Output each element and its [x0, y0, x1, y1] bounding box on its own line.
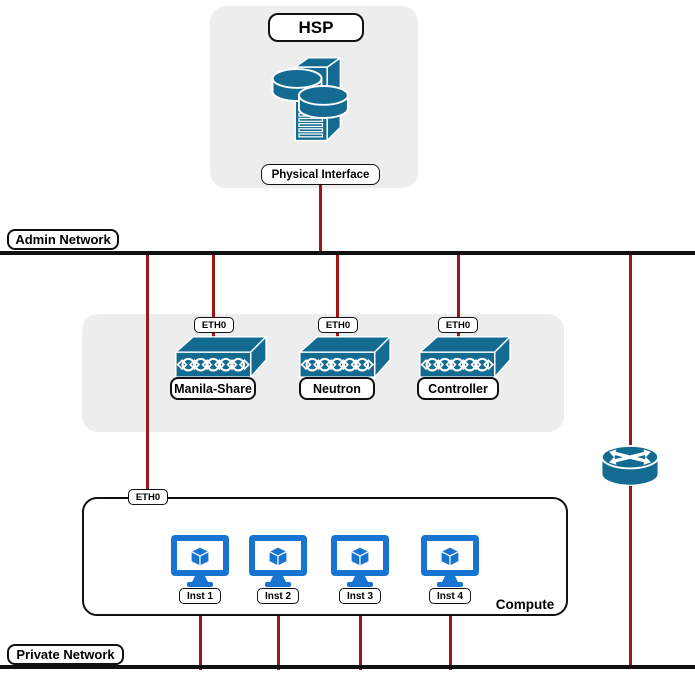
manila-eth0-label: ETH0 [194, 317, 234, 333]
link-inst1-private [199, 602, 202, 670]
inst2-label: Inst 2 [257, 588, 299, 604]
vm-monitor-icon [171, 535, 229, 587]
compute-eth0-text: ETH0 [135, 491, 161, 503]
admin-network-label: Admin Network [7, 229, 119, 250]
private-network-line [0, 665, 695, 669]
inst4-label: Inst 4 [429, 588, 471, 604]
controller-label: Controller [417, 377, 499, 400]
link-inst2-private [277, 602, 280, 670]
admin-network-line [0, 251, 695, 255]
router-icon [600, 444, 660, 486]
compute-label: Compute [495, 597, 555, 612]
neutron-label: Neutron [299, 377, 375, 400]
inst4-text: Inst 4 [436, 590, 464, 602]
physical-interface-label: Physical Interface [261, 164, 380, 185]
compute-eth0-label: ETH0 [128, 489, 168, 505]
inst1-label: Inst 1 [179, 588, 221, 604]
link-admin-manila [212, 255, 215, 352]
vm-monitor-icon [331, 535, 389, 587]
private-network-text: Private Network [16, 647, 115, 662]
inst3-text: Inst 3 [346, 590, 374, 602]
link-inst3-private [359, 602, 362, 670]
vm-monitor-icon [421, 535, 479, 587]
hsp-label: HSP [268, 13, 364, 42]
link-admin-neutron [336, 255, 339, 352]
vm-monitor-icon [249, 535, 307, 587]
manila-share-label: Manila-Share [170, 377, 256, 400]
link-admin-compute [146, 255, 149, 493]
server-storage-icon [271, 56, 349, 143]
compute-box [82, 497, 568, 616]
network-switch-icon [297, 335, 392, 380]
controller-text: Controller [428, 381, 488, 396]
manila-share-text: Manila-Share [174, 381, 252, 396]
link-admin-controller [457, 255, 460, 352]
inst2-text: Inst 2 [264, 590, 292, 602]
hsp-title: HSP [298, 17, 334, 37]
inst1-text: Inst 1 [186, 590, 214, 602]
inst3-label: Inst 3 [339, 588, 381, 604]
admin-network-text: Admin Network [15, 232, 111, 247]
physical-interface-text: Physical Interface [271, 168, 370, 181]
controller-eth0-text: ETH0 [445, 319, 471, 331]
neutron-text: Neutron [313, 381, 361, 396]
link-inst4-private [449, 602, 452, 670]
manila-eth0-text: ETH0 [201, 319, 227, 331]
private-network-label: Private Network [7, 644, 124, 665]
neutron-eth0-text: ETH0 [325, 319, 351, 331]
link-hsp-admin [319, 185, 322, 253]
controller-eth0-label: ETH0 [438, 317, 478, 333]
network-switch-icon [417, 335, 512, 380]
neutron-eth0-label: ETH0 [318, 317, 358, 333]
network-switch-icon [173, 335, 268, 380]
